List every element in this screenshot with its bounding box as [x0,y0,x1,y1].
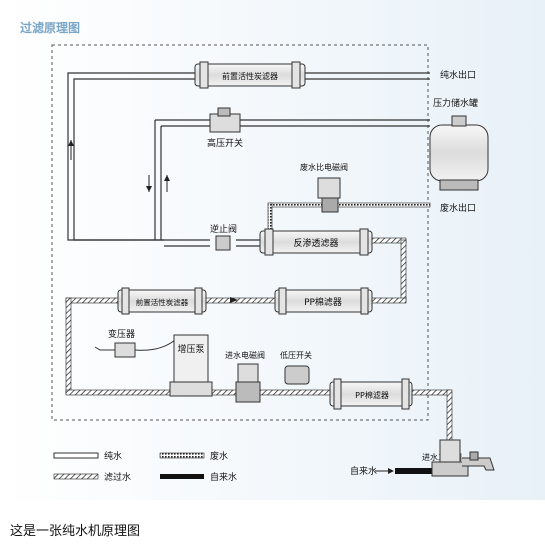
flow-arrowhead [68,140,74,146]
low-pressure-switch: 低压开关 [280,350,312,385]
pp-filter-mid-label: PP棉滤器 [304,296,342,308]
transformer-label: 变压器 [108,328,135,340]
legend-swatch-pure [53,452,99,459]
legend-label-pure: 纯水 [104,450,122,462]
legend-label-waste: 废水 [210,450,228,462]
check-valve: 逆止阀 [210,223,237,251]
pure-water-pipes [67,72,430,247]
machine-boundary [51,44,429,421]
flow-arrowhead [164,175,170,181]
legend-swatch-filtered [53,473,99,480]
booster-pump: 增压泵 [169,334,213,397]
tap-water-pipe [395,468,435,474]
inlet-solenoid-label: 进水电磁阀 [225,350,265,360]
front-carbon-filter-top: 前置活性炭滤器 [194,61,306,89]
tap-water-inlet: 自来水 [350,465,394,477]
ro-filter-label: 反渗透滤器 [293,237,338,249]
pressure-tank-label: 压力储水罐 [433,97,478,109]
high-pressure-switch-label: 高压开关 [207,137,243,149]
legend-label-filtered: 滤过水 [104,471,131,483]
inlet-solenoid-valve: 进水电磁阀 [225,350,265,403]
tap-water-in-label: 自来水 [350,465,377,477]
pp-filter-bottom: PP棉滤器 [329,378,413,410]
front-carbon-top-label: 前置活性炭滤器 [222,71,278,81]
pure-water-outlet-label: 纯水出口 [440,69,476,81]
legend: 纯水 废水 滤过水 自来水 [53,450,237,483]
high-pressure-switch: 高压开关 [207,107,243,149]
waste-solenoid-label: 废水比电磁阀 [300,162,348,172]
booster-pump-label: 增压泵 [177,343,204,355]
front-carbon-filter-mid: 前置活性炭滤器 [117,287,207,315]
waste-solenoid-valve: 废水比电磁阀 [300,162,348,213]
pp-filter-bottom-label: PP棉滤器 [355,390,389,400]
inlet-tee-valve: 进水三通阀 [422,439,495,477]
check-valve-label: 逆止阀 [210,223,237,235]
legend-swatch-waste [159,452,205,459]
flow-arrowhead [230,297,238,303]
front-carbon-mid-label: 前置活性炭滤器 [136,297,189,307]
legend-label-tap: 自来水 [210,471,237,483]
pressure-tank: 压力储水罐 [429,97,489,191]
diagram-title: 过滤原理图 [20,20,80,35]
ro-filter: 反渗透滤器 [259,228,373,256]
waste-pipe [269,202,431,208]
transformer: 变压器 [94,328,176,358]
pp-filter-mid: PP棉滤器 [274,287,373,315]
low-pressure-switch-label: 低压开关 [280,350,312,360]
caption: 这是一张纯水机原理图 [10,524,141,539]
flow-arrowhead [146,186,152,192]
legend-swatch-tap [160,474,204,479]
waste-outlet-label: 废水出口 [440,202,476,214]
